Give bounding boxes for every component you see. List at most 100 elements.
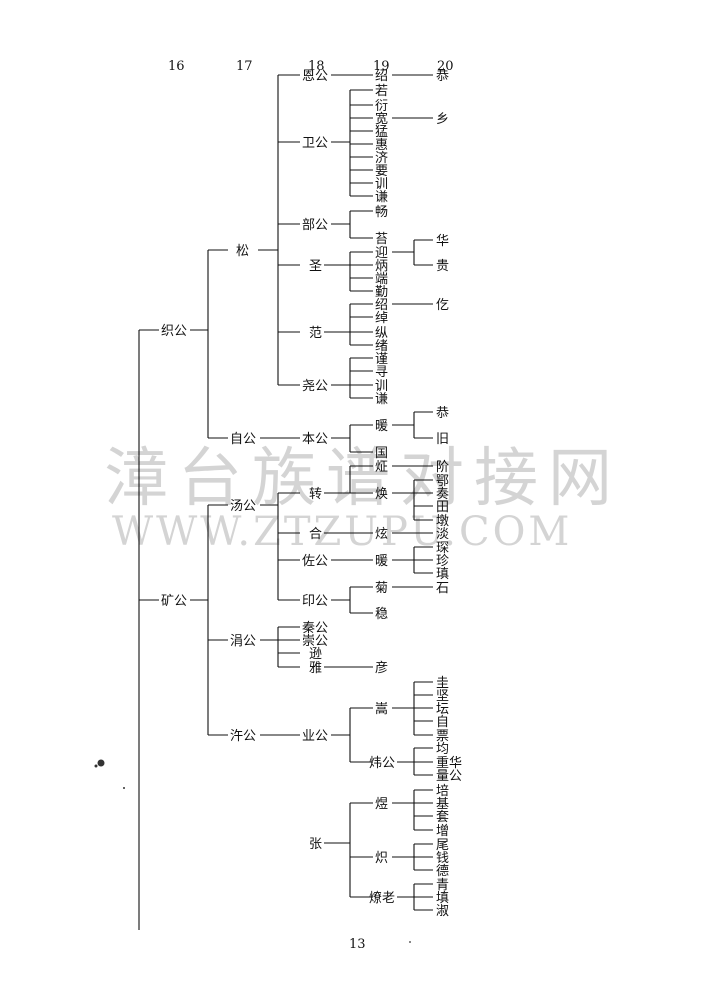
person-en: 恩公 bbox=[302, 69, 328, 84]
person-xiang: 乡 bbox=[436, 112, 449, 127]
person-zhonghua: 重华 bbox=[436, 755, 462, 771]
tree-names: 织公 矿公 松 自公 汤公 涓公 汻公 恩公 卫公 部公 圣 范 尧公 本公 转… bbox=[161, 69, 462, 919]
person-yao2: 要 bbox=[375, 164, 388, 179]
person-qian1: 谦 bbox=[375, 190, 388, 205]
person-zuo: 佐公 bbox=[302, 554, 328, 569]
person-dan: 淡 bbox=[436, 527, 449, 542]
person-liao: 燎老 bbox=[369, 890, 395, 906]
person-huan2: 琛 bbox=[436, 541, 449, 556]
person-de: 德 bbox=[436, 864, 449, 879]
person-song: 松 bbox=[236, 244, 249, 259]
person-shu: 淑 bbox=[436, 904, 449, 919]
person-zong: 纵 bbox=[375, 326, 388, 341]
person-zhuan: 转 bbox=[309, 487, 322, 502]
person-hua: 华 bbox=[436, 234, 449, 249]
person-xun3: 寻 bbox=[375, 365, 388, 380]
person-ji2: 基 bbox=[436, 797, 449, 812]
person-ying: 迎 bbox=[375, 246, 388, 261]
person-qian2: 谦 bbox=[375, 392, 388, 407]
person-zhen: 珍 bbox=[436, 554, 449, 569]
person-zou: 奏 bbox=[436, 487, 449, 502]
person-song2: 嵩 bbox=[375, 702, 388, 717]
scan-specks bbox=[94, 759, 411, 943]
person-nuan: 暖 bbox=[375, 419, 388, 434]
generation-16: 16 bbox=[168, 59, 185, 74]
page-number: 13 bbox=[349, 937, 366, 952]
person-piao: 票 bbox=[436, 729, 449, 744]
person-jin: 谨 bbox=[375, 352, 388, 367]
person-xun2: 训 bbox=[375, 379, 388, 394]
generation-headers: 16 17 18 19 20 bbox=[168, 59, 454, 74]
person-gong2: 恭 bbox=[436, 406, 449, 421]
generation-20: 20 bbox=[437, 59, 454, 74]
person-zi2: 自 bbox=[436, 715, 449, 730]
watermark: 漳台族谱对接网 WWW.ZTZUPU.COM bbox=[104, 442, 622, 555]
person-tang: 汤公 bbox=[230, 499, 256, 514]
person-xun1: 训 bbox=[375, 177, 388, 192]
person-bu: 部公 bbox=[302, 218, 328, 233]
person-tao: 套 bbox=[436, 809, 449, 825]
person-guo: 国 bbox=[375, 446, 388, 461]
person-sheng: 圣 bbox=[309, 259, 322, 274]
person-qi: 仡 bbox=[436, 298, 449, 313]
person-yu: 煜 bbox=[375, 797, 388, 812]
person-shi: 石 bbox=[436, 581, 449, 596]
person-xu2: 绪 bbox=[375, 339, 388, 354]
person-e: 鄂 bbox=[436, 474, 449, 489]
generation-18: 18 bbox=[308, 59, 325, 74]
person-jun: 均 bbox=[436, 742, 449, 757]
person-tian2: 瑱 bbox=[436, 567, 449, 582]
person-xun: 逊 bbox=[309, 647, 322, 662]
person-ye: 业公 bbox=[302, 729, 328, 744]
person-shao2: 绍 bbox=[375, 298, 388, 313]
person-juan: 涓公 bbox=[230, 633, 256, 649]
person-jiu: 旧 bbox=[436, 432, 449, 447]
person-fan: 范 bbox=[309, 326, 322, 341]
watermark-cn: 漳台族谱对接网 bbox=[104, 442, 622, 516]
person-ruo: 若 bbox=[375, 83, 388, 99]
person-ben: 本公 bbox=[302, 432, 328, 447]
person-ge: 苔 bbox=[375, 232, 388, 247]
person-chong: 崇公 bbox=[302, 634, 328, 649]
person-gong: 恭 bbox=[436, 69, 449, 84]
person-wei3: 尾 bbox=[436, 838, 449, 853]
person-hui: 惠 bbox=[375, 138, 388, 153]
generation-19: 19 bbox=[373, 59, 390, 74]
person-yao: 尧公 bbox=[302, 379, 328, 394]
person-gui: 贵 bbox=[436, 259, 449, 274]
person-ji: 济 bbox=[375, 151, 388, 166]
person-jie: 阶 bbox=[436, 460, 449, 475]
person-ju: 菊 bbox=[375, 581, 388, 596]
person-he: 合 bbox=[309, 527, 322, 542]
person-pian: 绰 bbox=[375, 311, 388, 326]
person-lianggong: 量公 bbox=[436, 769, 462, 784]
person-qin: 秦公 bbox=[302, 621, 328, 636]
person-huan: 焕 bbox=[375, 487, 388, 502]
person-chang: 畅 bbox=[375, 205, 388, 220]
person-meng: 猛 bbox=[375, 125, 388, 140]
person-yin: 印公 bbox=[302, 594, 328, 609]
person-bing: 炳 bbox=[375, 259, 388, 274]
person-xuan: 炫 bbox=[375, 526, 388, 542]
person-nuan2: 暖 bbox=[375, 554, 388, 569]
person-qing: 青 bbox=[436, 878, 449, 893]
person-dun: 墩 bbox=[436, 514, 449, 529]
person-tian3: 填 bbox=[436, 891, 449, 906]
person-wei2: 炜公 bbox=[369, 756, 395, 771]
person-zhi: 织公 bbox=[161, 324, 187, 339]
person-pei: 培 bbox=[436, 783, 449, 799]
person-tian: 田 bbox=[436, 500, 449, 515]
person-jian: 坚 bbox=[436, 689, 449, 704]
person-zeng: 增 bbox=[436, 824, 449, 839]
person-zhang: 张 bbox=[309, 837, 322, 852]
person-gui2: 圭 bbox=[436, 676, 449, 691]
person-yan: 衍 bbox=[375, 99, 388, 114]
person-zhi2: 炽 bbox=[375, 851, 388, 866]
person-qian: 钱 bbox=[436, 851, 449, 866]
person-zuo2: 炡 bbox=[375, 460, 388, 475]
person-duan: 端 bbox=[375, 272, 388, 287]
person-kuang: 矿公 bbox=[161, 594, 187, 609]
tree-lines bbox=[138, 74, 433, 930]
person-shao: 绍 bbox=[375, 69, 388, 84]
